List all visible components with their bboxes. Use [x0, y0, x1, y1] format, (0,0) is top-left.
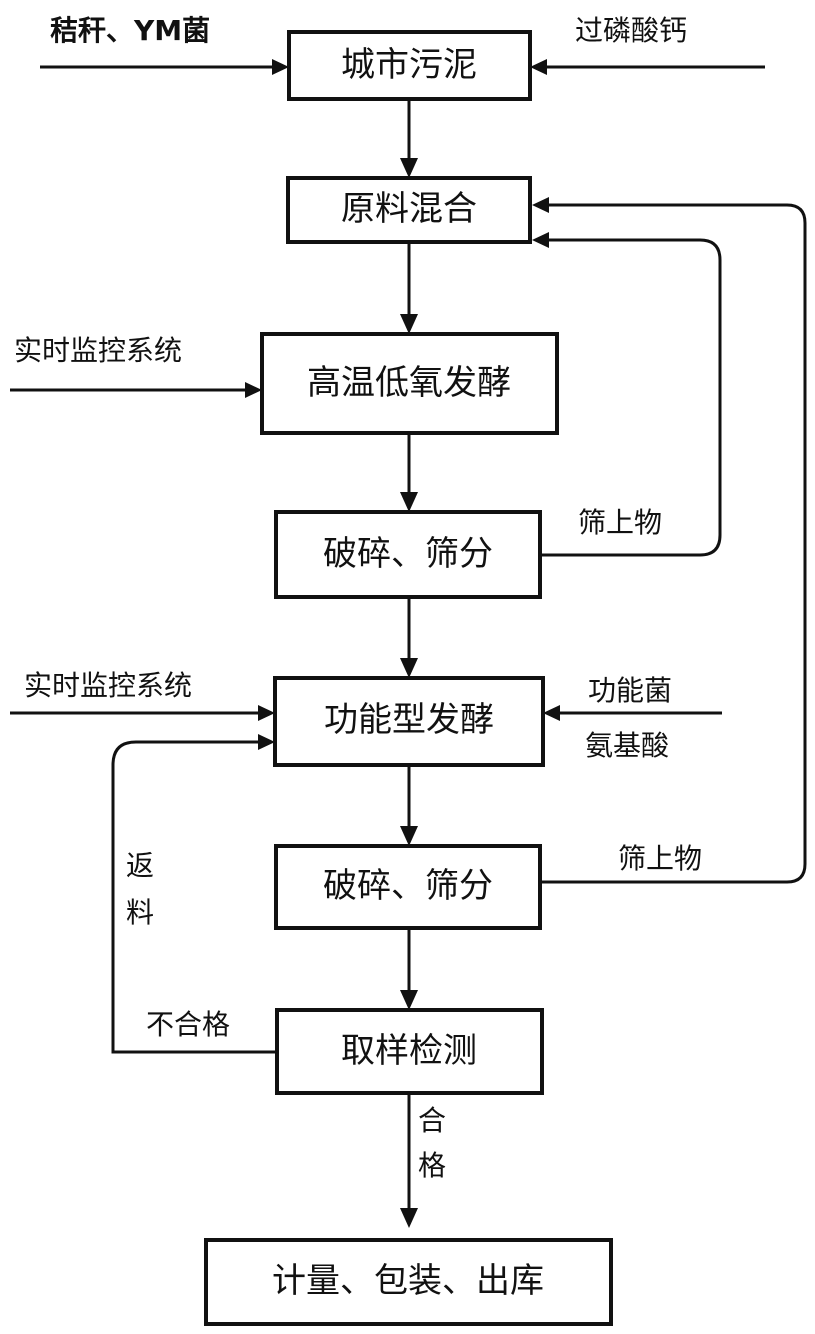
label-oversize2: 筛上物: [618, 842, 702, 875]
edge-unqualified-return: [111, 740, 277, 1054]
edges: [10, 59, 807, 1228]
node-output-label: 计量、包装、出库: [272, 1261, 544, 1301]
arrowhead: [245, 382, 262, 398]
arrowhead: [532, 197, 549, 213]
node-crush2: 破碎、筛分: [274, 844, 542, 930]
node-sample: 取样检测: [275, 1008, 544, 1095]
label-qualified-1: 合: [418, 1104, 446, 1137]
node-crush1-label: 破碎、筛分: [323, 534, 493, 574]
arrowhead: [543, 705, 560, 721]
edge-oversize2-return: [540, 203, 807, 884]
arrowhead: [272, 59, 289, 75]
label-monitor2: 实时监控系统: [24, 669, 192, 702]
node-crush2-label: 破碎、筛分: [323, 866, 493, 906]
node-ferment1: 高温低氧发酵: [260, 332, 559, 435]
label-unqualified: 不合格: [146, 1008, 230, 1041]
arrowhead: [400, 492, 418, 512]
node-sludge-label: 城市污泥: [341, 45, 477, 85]
node-ferment1-label: 高温低氧发酵: [307, 363, 511, 403]
arrowhead: [400, 658, 418, 678]
label-oversize1: 筛上物: [578, 506, 662, 539]
label-superphosphate: 过磷酸钙: [575, 14, 687, 47]
node-mix-label: 原料混合: [341, 189, 477, 229]
label-qualified-2: 格: [418, 1149, 446, 1182]
arrowhead: [400, 990, 418, 1010]
edge-oversize1-return: [540, 238, 722, 557]
label-func-bacteria: 功能菌: [588, 674, 672, 707]
label-amino-acid: 氨基酸: [585, 729, 669, 762]
node-ferment2-label: 功能型发酵: [324, 700, 494, 740]
arrowhead: [258, 734, 275, 750]
arrowhead: [532, 232, 549, 248]
edge-labels: 秸秆、YM菌 过磷酸钙 实时监控系统 筛上物 实时监控系统 功能菌 氨基酸 筛上…: [14, 14, 702, 1182]
node-sludge: 城市污泥: [287, 30, 532, 101]
arrowhead: [530, 59, 547, 75]
node-ferment2: 功能型发酵: [273, 676, 545, 767]
node-crush1: 破碎、筛分: [274, 510, 542, 599]
label-straw-ym: 秸秆、YM菌: [50, 14, 210, 47]
arrowhead: [400, 826, 418, 846]
node-output: 计量、包装、出库: [204, 1238, 613, 1326]
node-mix: 原料混合: [286, 176, 532, 244]
arrowhead: [400, 1208, 418, 1228]
label-return-1: 返: [126, 849, 154, 882]
node-sample-label: 取样检测: [341, 1031, 477, 1071]
arrowhead: [400, 314, 418, 334]
arrowhead: [400, 158, 418, 178]
arrowhead: [258, 705, 275, 721]
label-return-2: 料: [126, 896, 154, 929]
label-monitor1: 实时监控系统: [14, 334, 182, 367]
